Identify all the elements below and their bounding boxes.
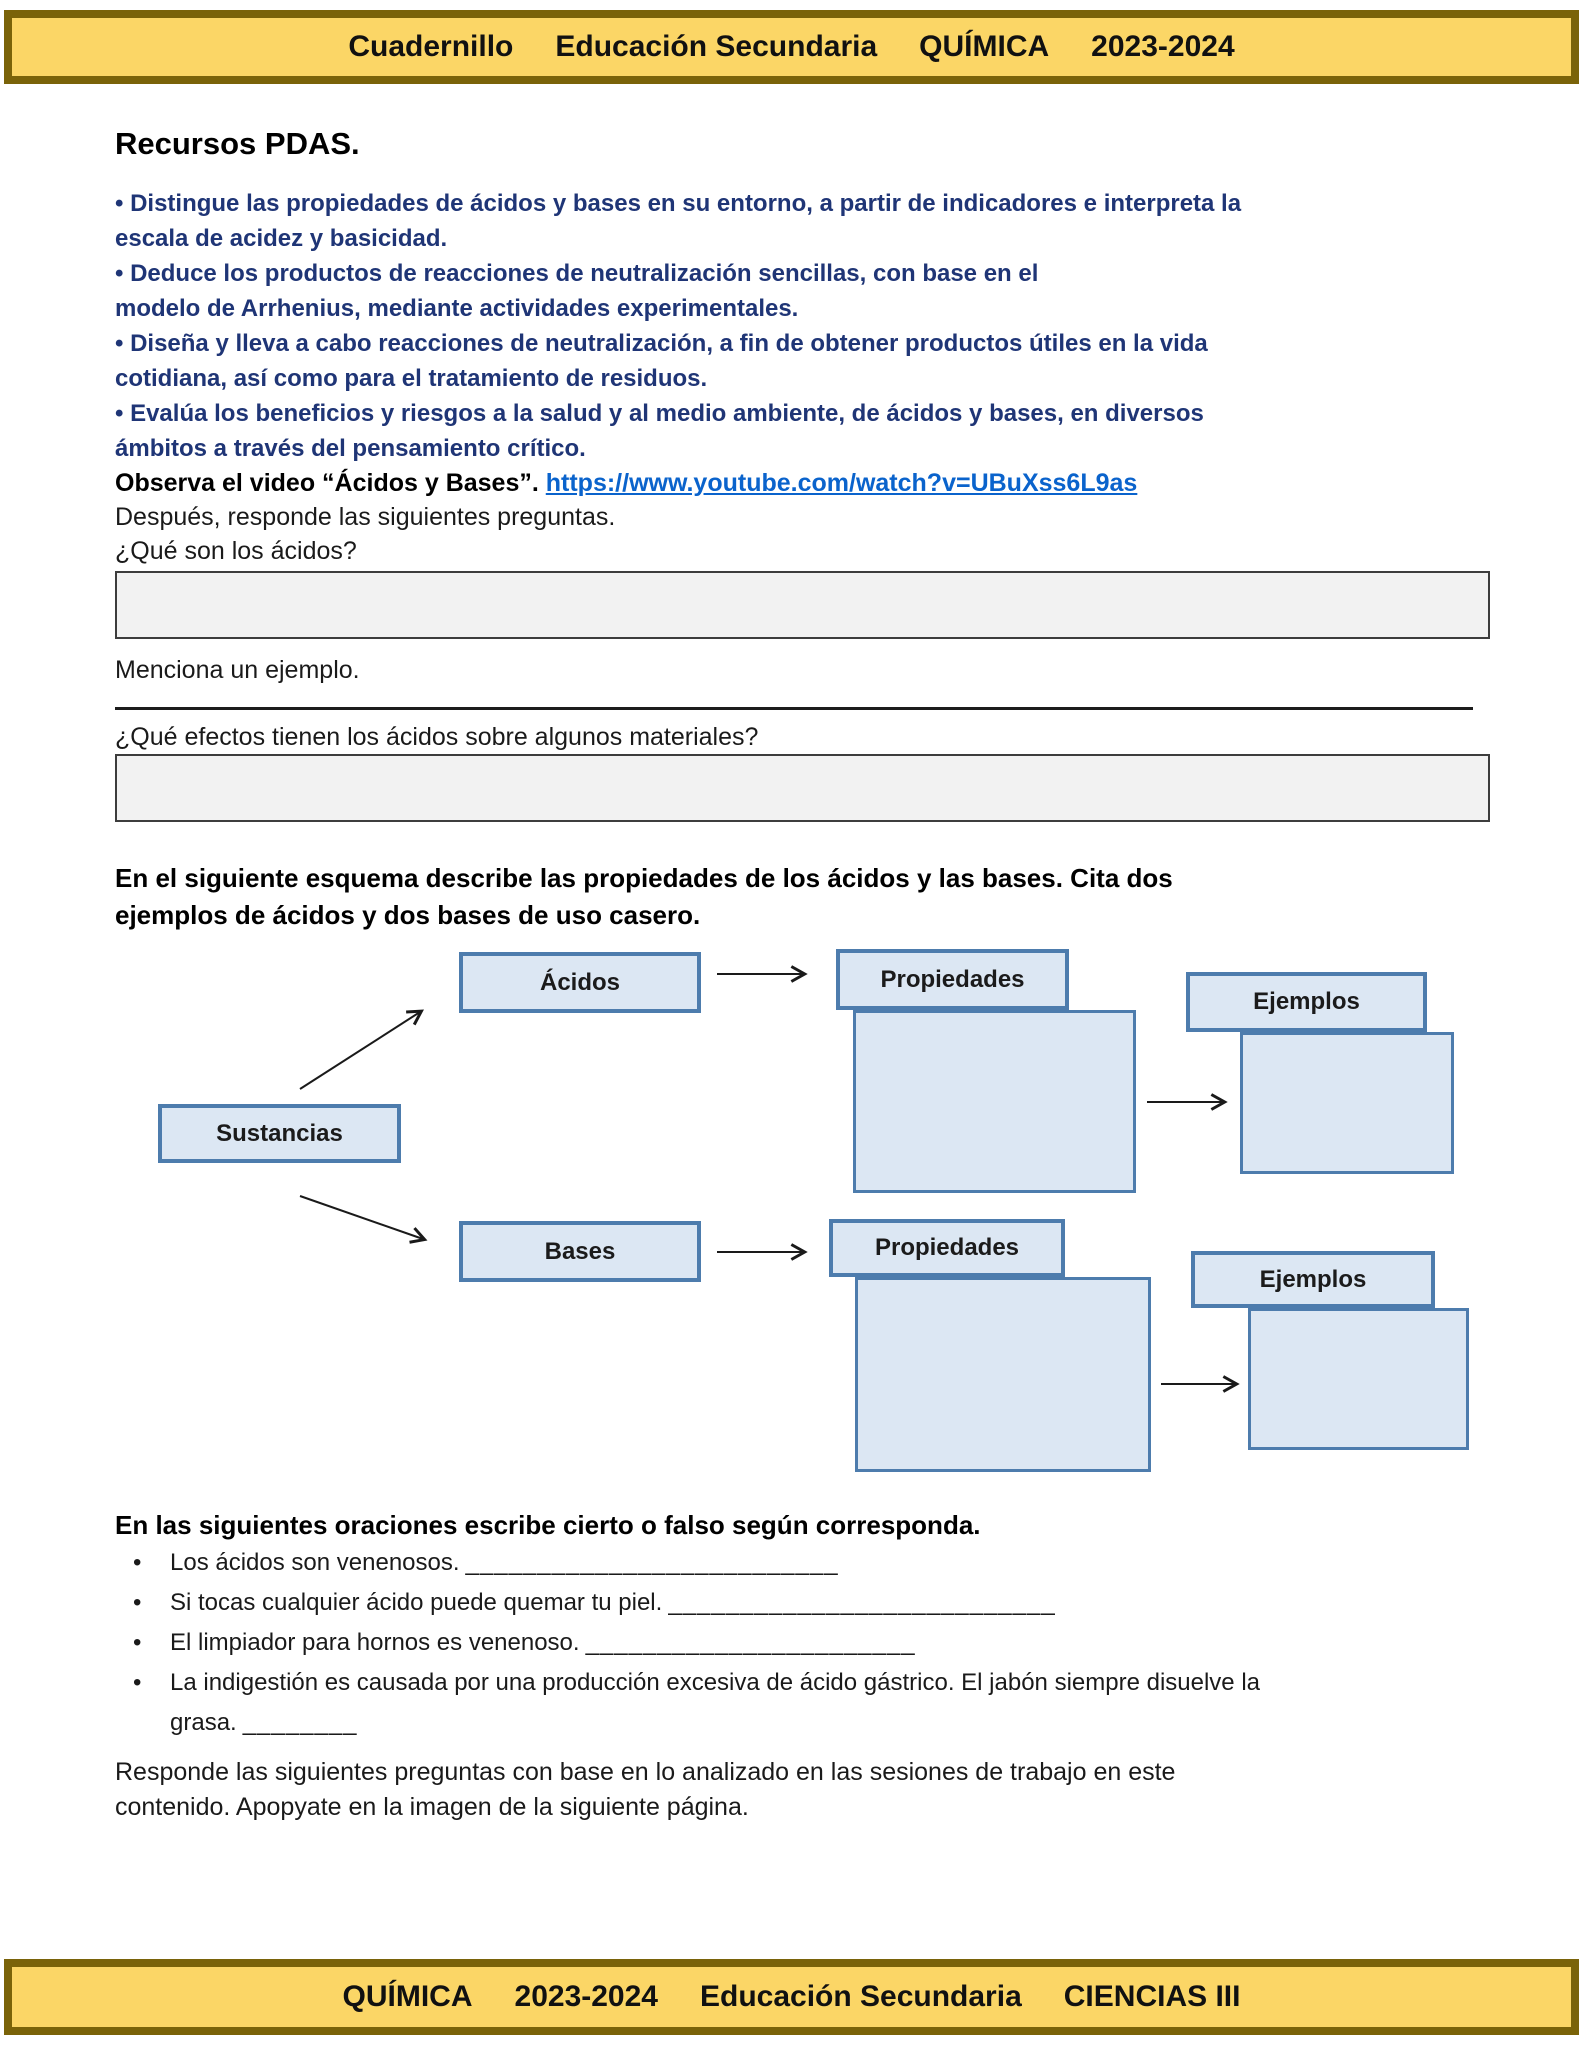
statement-text: La indigestión es causada por una produc…: [170, 1669, 1260, 1736]
list-bullet: •: [133, 1549, 142, 1576]
list-bullet: •: [133, 1669, 142, 1696]
questions-intro: Después, responde las siguientes pregunt…: [115, 503, 616, 531]
header-banner: Cuadernillo Educación Secundaria QUÍMICA…: [4, 10, 1579, 84]
header-banner-word: 2023-2024: [1091, 30, 1235, 63]
question-acidos: ¿Qué son los ácidos?: [115, 537, 357, 565]
pda-bullet-list: • Distingue las propiedades de ácidos y …: [115, 186, 1490, 466]
header-banner-word: QUÍMICA: [919, 30, 1050, 63]
pda-bullet: • Deduce los productos de reacciones de …: [115, 260, 1039, 322]
node-propiedades-acidos: Propiedades: [836, 949, 1069, 1010]
answer-blank: ___________________________: [668, 1589, 1056, 1616]
fill-box-propiedades-acidos[interactable]: [853, 1010, 1136, 1193]
cierto-falso-instruction: En las siguientes oraciones escribe cier…: [115, 1510, 981, 1540]
cierto-falso-item: • La indigestión es causada por una prod…: [115, 1663, 1490, 1743]
fill-box-ejemplos-acidos[interactable]: [1240, 1032, 1454, 1174]
esquema-instruction: En el siguiente esquema describe las pro…: [115, 863, 1173, 930]
answer-box-efectos[interactable]: [115, 754, 1490, 822]
answer-blank: _______________________: [585, 1629, 916, 1656]
footer-banner: QUÍMICA 2023-2024 Educación Secundaria C…: [4, 1959, 1579, 2035]
answer-box-acidos[interactable]: [115, 571, 1490, 639]
concept-map-diagram: Sustancias Ácidos Bases Propiedades Ejem…: [115, 934, 1490, 1494]
node-propiedades-bases: Propiedades: [829, 1219, 1065, 1277]
recursos-title: Recursos PDAS.: [115, 126, 360, 161]
page-content: Recursos PDAS. • Distingue las propiedad…: [115, 96, 1490, 1825]
diagram-arrows: [299, 965, 1240, 1393]
arrow-sustancias-acidos: [299, 1009, 424, 1090]
footer-banner-word: CIENCIAS III: [1063, 1980, 1241, 2013]
pda-bullet: • Distingue las propiedades de ácidos y …: [115, 190, 1242, 252]
video-instruction-line: Observa el video “Ácidos y Bases”. https…: [115, 466, 1490, 500]
footer-banner-word: QUÍMICA: [342, 1980, 473, 2013]
list-bullet: •: [133, 1589, 142, 1616]
fill-box-ejemplos-bases[interactable]: [1248, 1308, 1469, 1450]
node-ejemplos-bases: Ejemplos: [1191, 1251, 1435, 1308]
cierto-falso-list: • Los ácidos son venenosos._____________…: [115, 1543, 1490, 1743]
header-banner-word: Educación Secundaria: [555, 30, 878, 63]
node-ejemplos-acidos: Ejemplos: [1186, 972, 1427, 1032]
node-acidos: Ácidos: [459, 952, 701, 1013]
statement-text: Si tocas cualquier ácido puede quemar tu…: [170, 1589, 663, 1616]
footer-banner-word: Educación Secundaria: [699, 1980, 1022, 2013]
closing-paragraph: Responde las siguientes preguntas con ba…: [115, 1758, 1176, 1821]
fill-box-propiedades-bases[interactable]: [855, 1277, 1151, 1472]
answer-blank: ________: [242, 1709, 358, 1736]
footer-banner-word: 2023-2024: [514, 1980, 658, 2013]
youtube-link[interactable]: https://www.youtube.com/watch?v=UBuXss6L…: [545, 469, 1138, 497]
header-banner-word: Cuadernillo: [348, 30, 514, 63]
answer-line-ejemplo[interactable]: [115, 687, 1473, 710]
cierto-falso-item: • Los ácidos son venenosos._____________…: [115, 1543, 1490, 1583]
answer-blank: __________________________: [465, 1549, 839, 1576]
node-bases: Bases: [459, 1221, 701, 1282]
cierto-falso-item: • Si tocas cualquier ácido puede quemar …: [115, 1583, 1490, 1623]
video-instruction-label: Observa el video “Ácidos y Bases”.: [115, 469, 539, 497]
question-efectos: ¿Qué efectos tienen los ácidos sobre alg…: [115, 723, 759, 751]
node-sustancias: Sustancias: [158, 1104, 401, 1163]
arrow-sustancias-bases: [299, 1195, 428, 1244]
pda-bullet: • Diseña y lleva a cabo reacciones de ne…: [115, 330, 1208, 392]
cierto-falso-item: • El limpiador para hornos es venenoso._…: [115, 1623, 1490, 1663]
pda-bullet: • Evalúa los beneficios y riesgos a la s…: [115, 400, 1204, 462]
list-bullet: •: [133, 1629, 142, 1656]
statement-text: El limpiador para hornos es venenoso.: [170, 1629, 580, 1656]
question-ejemplo: Menciona un ejemplo.: [115, 656, 360, 684]
statement-text: Los ácidos son venenosos.: [170, 1549, 460, 1576]
